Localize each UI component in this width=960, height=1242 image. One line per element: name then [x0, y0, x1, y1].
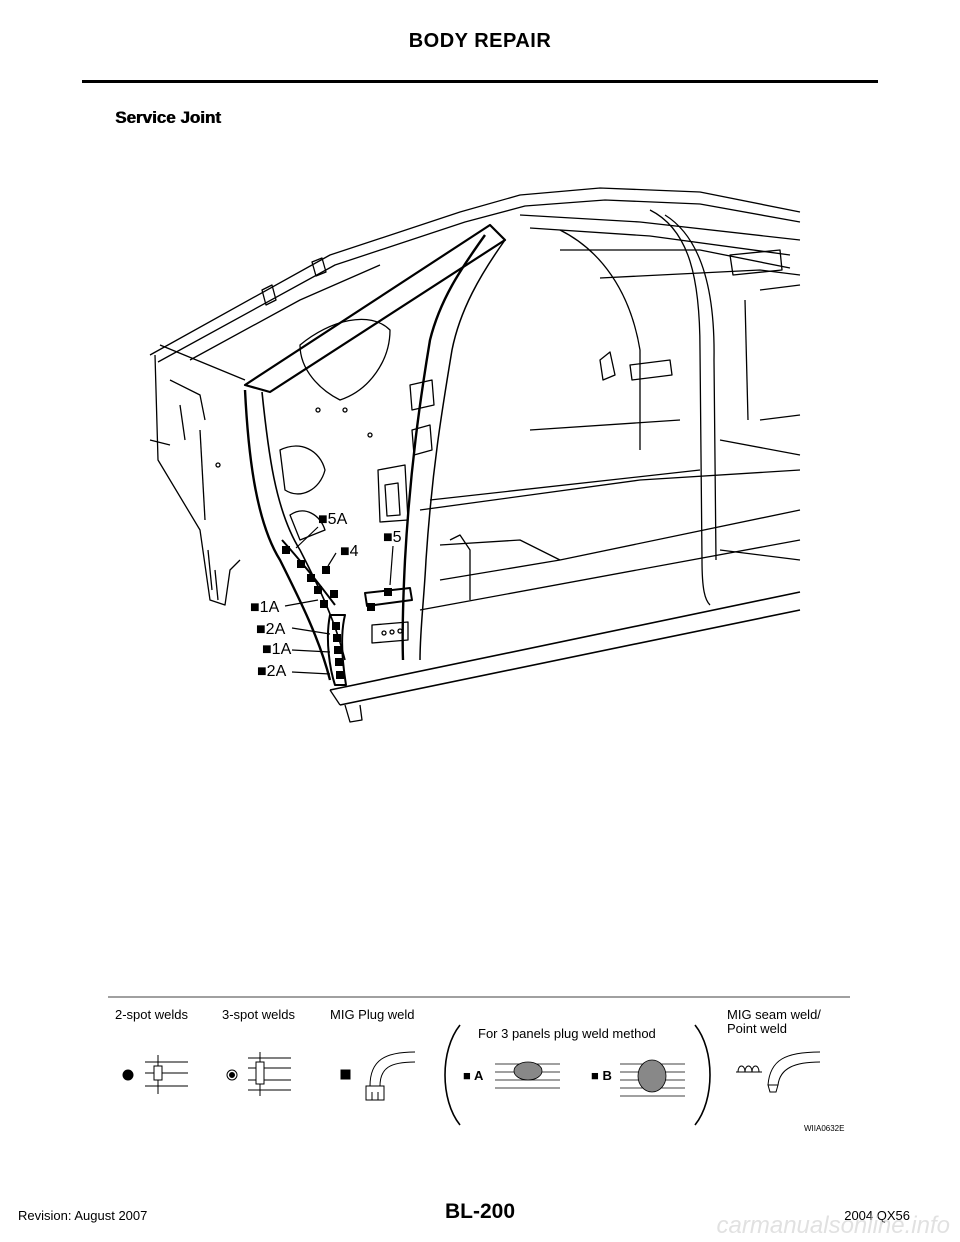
- body-side-drawing: [149, 187, 801, 723]
- watermark-text: carmanualsonline.info: [716, 1212, 950, 1239]
- legend-three-panel-label: For 3 panels plug weld method: [478, 1026, 656, 1041]
- method-a-label: ■ A: [463, 1068, 484, 1083]
- section-title: Service Joint: [115, 108, 221, 127]
- weld-mark: [330, 590, 338, 598]
- callout-5: ■5: [383, 529, 402, 546]
- weld-mark: [320, 600, 328, 608]
- callout-1a-upper: ■1A: [250, 599, 280, 616]
- footer-page-number: BL-200: [444, 1200, 516, 1223]
- method-b-icon: [620, 1059, 685, 1097]
- two-spot-weld-icon: [122, 1055, 188, 1094]
- weld-mark: [282, 546, 290, 554]
- weld-mark: [333, 634, 341, 642]
- callout-leaders: [284, 526, 394, 675]
- weld-mark: [367, 603, 375, 611]
- weld-mark: [336, 671, 344, 679]
- weld-mark: [384, 588, 392, 596]
- weld-legend: 2-spot welds 3-spot welds MIG Plug weld …: [108, 996, 850, 1133]
- mig-seam-weld-icon: [736, 1051, 821, 1093]
- callout-2a-lower: ■2A: [257, 663, 287, 680]
- legend-mig-seam-label-1: MIG seam weld/: [727, 1007, 821, 1022]
- footer-revision: Revision: August 2007: [18, 1208, 148, 1223]
- weld-mark: [322, 566, 330, 574]
- method-b-label: ■ B: [591, 1068, 612, 1083]
- weld-mark: [332, 622, 340, 630]
- callout-5a: ■5A: [318, 511, 348, 528]
- weld-mark: [307, 574, 315, 582]
- plug-weld-marks: [282, 546, 392, 679]
- three-spot-weld-icon: [226, 1052, 291, 1096]
- mig-plug-weld-icon: [340, 1051, 416, 1101]
- method-a-icon: [495, 1061, 560, 1089]
- legend-three-spot-label: 3-spot welds: [222, 1007, 295, 1022]
- weld-mark: [297, 560, 305, 568]
- legend-two-spot-label: 2-spot welds: [115, 1007, 188, 1022]
- weld-mark: [314, 586, 322, 594]
- footer-model: 2004 QX56: [844, 1208, 910, 1223]
- callout-4: ■4: [340, 543, 359, 560]
- callout-labels: ■5A ■4 ■5 ■1A ■2A ■1A ■2A: [250, 511, 402, 680]
- page-header-title: BODY REPAIR: [408, 30, 552, 52]
- callout-2a-upper: ■2A: [256, 621, 286, 638]
- callout-1a-lower: ■1A: [262, 641, 292, 658]
- header-rule: [82, 80, 878, 83]
- figure-id: WIIA0632E: [804, 1124, 844, 1133]
- legend-mig-seam-label-2: Point weld: [727, 1021, 787, 1036]
- three-panel-bracket: [444, 1024, 711, 1126]
- legend-mig-plug-label: MIG Plug weld: [330, 1007, 415, 1022]
- weld-mark: [334, 646, 342, 654]
- weld-mark: [335, 658, 343, 666]
